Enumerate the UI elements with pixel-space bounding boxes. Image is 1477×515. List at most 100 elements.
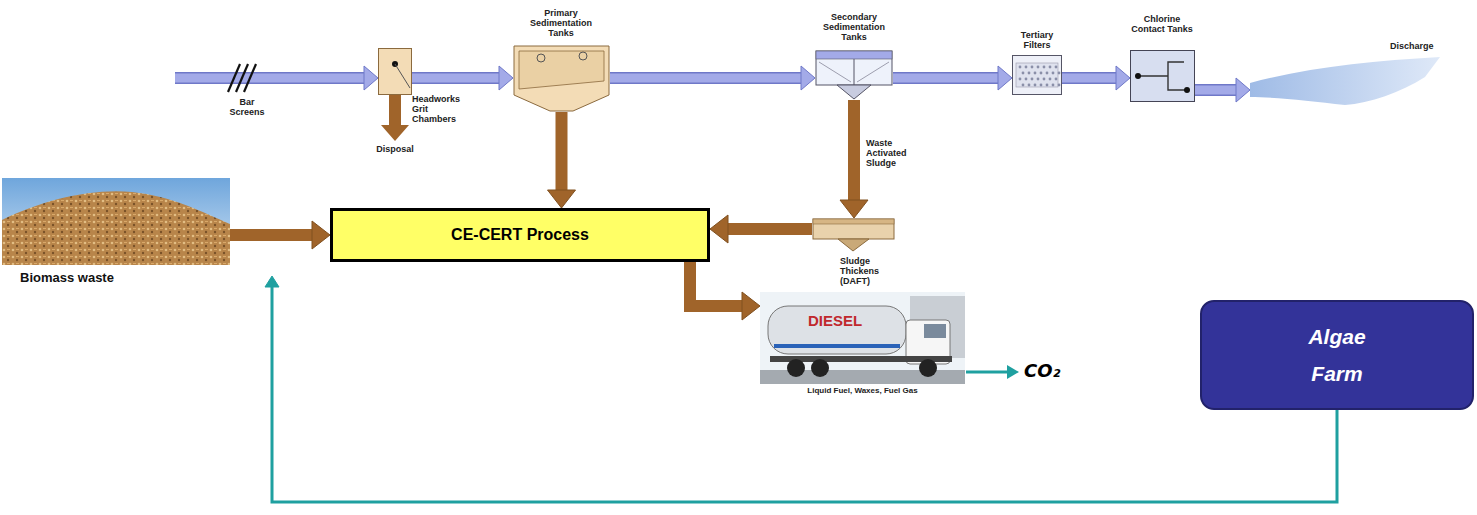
arrowhead bbox=[998, 66, 1012, 90]
arrowhead bbox=[801, 66, 815, 90]
secondary-divider bbox=[854, 59, 855, 85]
secondary-slope bbox=[819, 62, 851, 82]
unit-label: Biomass waste bbox=[20, 270, 180, 285]
part-label: Disposal bbox=[372, 144, 418, 154]
edge-label: Waste Activated Sludge bbox=[866, 138, 922, 168]
arrowhead bbox=[548, 190, 576, 208]
pipe-arrow bbox=[893, 66, 1012, 90]
thickener-float bbox=[813, 219, 894, 224]
tertiary-shape bbox=[1012, 55, 1062, 95]
unit-label: Sludge Thickens (DAFT) bbox=[840, 256, 910, 286]
arrowheads bbox=[742, 292, 760, 320]
chlorine-shape bbox=[1130, 50, 1195, 102]
pipe-outline bbox=[893, 72, 998, 84]
arrowheads bbox=[499, 66, 513, 90]
filter-grain bbox=[1049, 78, 1052, 81]
primary-roller bbox=[537, 54, 545, 62]
tank bbox=[768, 306, 906, 354]
pipe-outline bbox=[1062, 72, 1116, 84]
box-text: CE-CERT Process bbox=[451, 226, 589, 244]
pipe-outline bbox=[412, 72, 499, 84]
fuel-truck-photo: Liquid Fuel, Waxes, Fuel Gas bbox=[760, 292, 965, 384]
recycle-arrow bbox=[265, 276, 1337, 502]
filter-grain bbox=[1034, 84, 1037, 87]
wheel bbox=[787, 359, 805, 377]
primary-roller bbox=[579, 52, 587, 60]
filter-grain bbox=[1052, 72, 1055, 75]
filter-grain bbox=[1058, 72, 1061, 75]
secondary-shape bbox=[815, 50, 893, 100]
connector-line bbox=[1062, 74, 1116, 83]
truck-shape bbox=[760, 292, 965, 384]
filter-grain bbox=[1058, 84, 1061, 87]
unit-label: Primary Sedimentation Tanks bbox=[521, 8, 601, 38]
arrowheads bbox=[710, 215, 728, 243]
biomass-shape bbox=[2, 178, 230, 265]
arrowheads bbox=[801, 66, 815, 90]
filter-grain bbox=[1025, 66, 1028, 69]
chlorine-outlet bbox=[1184, 87, 1190, 93]
inlet-pipe bbox=[175, 74, 364, 83]
filter-grain bbox=[1052, 84, 1055, 87]
thickener-tank bbox=[813, 219, 894, 239]
primary-inner bbox=[519, 51, 604, 89]
grit-shape bbox=[378, 48, 412, 95]
thickener-hopper bbox=[838, 239, 869, 251]
thick-shape bbox=[812, 218, 895, 252]
arrowheads bbox=[1116, 66, 1130, 90]
arrowheads bbox=[265, 276, 279, 287]
connector-line bbox=[556, 112, 568, 190]
arrowheads bbox=[1236, 78, 1250, 102]
unit-label: Chlorine Contact Tanks bbox=[1127, 14, 1197, 34]
filter-grain bbox=[1028, 84, 1031, 87]
arrowhead bbox=[840, 200, 868, 218]
biomass-photo: Biomass waste bbox=[2, 178, 230, 265]
sludge-arrow bbox=[840, 100, 868, 218]
chlorine-inlet bbox=[1135, 73, 1141, 79]
pipe-arrow bbox=[412, 66, 513, 90]
sludge-arrow bbox=[230, 221, 330, 249]
filter-grain bbox=[1040, 72, 1043, 75]
unit-label: Tertiary Filters bbox=[1007, 30, 1067, 50]
pipe-arrow bbox=[610, 66, 815, 90]
filter-grain bbox=[1031, 66, 1034, 69]
arrowheads bbox=[548, 190, 576, 208]
filter-media bbox=[1016, 63, 1058, 87]
pipe-arrow bbox=[1062, 66, 1130, 90]
unit-label: Headworks Grit Chambers bbox=[412, 94, 470, 124]
disposal-arrowhead bbox=[381, 125, 409, 141]
filter-grain bbox=[1031, 78, 1034, 81]
filter-grain bbox=[1055, 66, 1058, 69]
tertiary-filter: Tertiary Filters bbox=[1012, 55, 1062, 95]
filter-grain bbox=[1055, 78, 1058, 81]
arrowhead bbox=[1116, 66, 1130, 90]
photo-ground bbox=[760, 292, 965, 384]
co2-arrow bbox=[966, 371, 1009, 374]
co2-arrowhead bbox=[1007, 365, 1019, 379]
sludge-thickener: Sludge Thickens (DAFT) bbox=[812, 218, 895, 252]
primary-sedimentation-tank: Primary Sedimentation Tanks bbox=[513, 45, 610, 112]
windshield bbox=[924, 324, 946, 338]
process-box: CE-CERT Process bbox=[330, 208, 710, 262]
connector-line bbox=[893, 74, 998, 83]
wheel bbox=[811, 359, 829, 377]
filter-box bbox=[1013, 56, 1062, 95]
arrowhead bbox=[1236, 78, 1250, 102]
discharge-water bbox=[1250, 57, 1440, 105]
connector-line bbox=[690, 262, 742, 306]
sludge-arrow bbox=[710, 215, 812, 243]
tank-stripe bbox=[774, 344, 900, 348]
arrowhead bbox=[312, 221, 330, 249]
grit-chamber: Headworks Grit Chambers bbox=[378, 48, 412, 95]
filter-grain bbox=[1037, 78, 1040, 81]
filter-grain bbox=[1043, 66, 1046, 69]
connector-line bbox=[1195, 86, 1236, 95]
secondary-hopper bbox=[837, 85, 871, 99]
filter-grain bbox=[1040, 84, 1043, 87]
filter-grain bbox=[1046, 84, 1049, 87]
sky bbox=[2, 178, 230, 265]
discharge-shape bbox=[1250, 55, 1440, 105]
arrowhead bbox=[499, 66, 513, 90]
pipe-arrow bbox=[1195, 78, 1250, 102]
inlet-arrowhead bbox=[364, 66, 378, 90]
